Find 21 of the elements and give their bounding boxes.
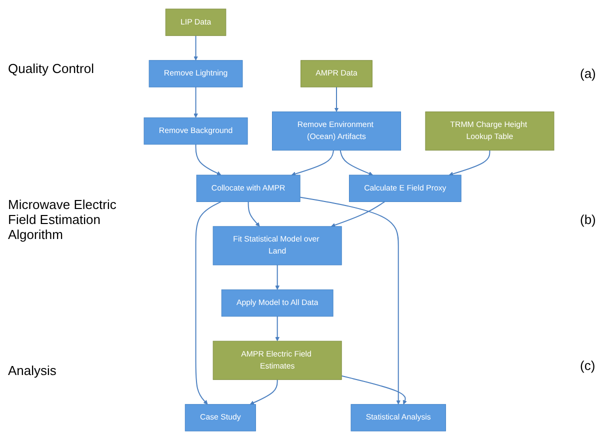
arrow bbox=[291, 149, 334, 176]
section-label: Analysis bbox=[8, 363, 58, 378]
arrow bbox=[248, 200, 260, 226]
arrow bbox=[195, 143, 222, 175]
arrow bbox=[195, 200, 222, 404]
panel-letter: (c) bbox=[580, 358, 596, 374]
section-label: Quality Control bbox=[8, 60, 95, 76]
arrow bbox=[340, 149, 373, 176]
arrow bbox=[448, 149, 490, 176]
arrow bbox=[194, 34, 198, 60]
arrow bbox=[300, 196, 401, 404]
arrow bbox=[250, 378, 278, 404]
panel-letter: (b) bbox=[580, 212, 597, 227]
section-label: Microwave Electric Field Estimation Algorithm bbox=[8, 196, 118, 242]
arrow bbox=[194, 86, 198, 118]
arrow bbox=[330, 200, 386, 227]
panel-letter: (a) bbox=[580, 66, 597, 81]
arrow bbox=[275, 315, 280, 341]
arrow bbox=[275, 264, 280, 290]
arrow bbox=[334, 86, 339, 112]
arrow bbox=[341, 374, 407, 404]
